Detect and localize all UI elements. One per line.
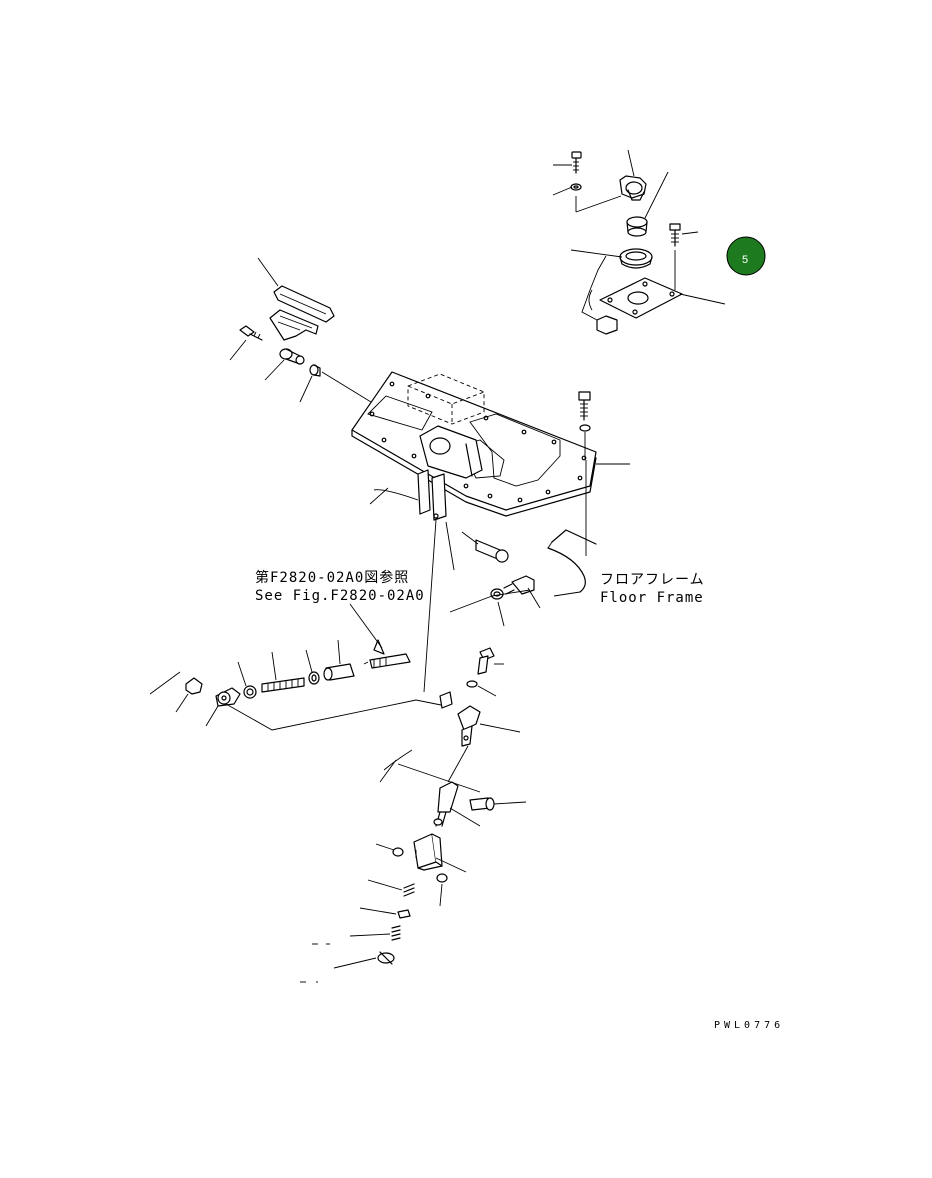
cover-cluster [552,149,726,335]
middle-parts [423,519,541,693]
badge-circle [726,236,766,276]
page-badge: 5 [726,236,766,276]
spring [403,883,415,897]
reference-en-label: See Fig.F2820-02A0 [255,588,425,604]
lower-bolt [477,647,495,675]
lock-washer [377,951,395,965]
lower-mechanism [300,647,527,983]
pivot-pin [279,348,305,365]
lower-bracket [413,833,443,871]
rubber-ring [619,248,653,269]
filler-cap [619,175,647,201]
console-frame [351,371,630,521]
reference-jp-label: 第F2820-02A0図参照 [255,569,409,586]
long-pin [475,539,509,563]
bolt-small-top [571,151,582,174]
floor-frame-section: フロアフレーム Floor Frame [547,460,705,606]
cap-seal [626,216,648,237]
shaft-bolt [469,797,495,811]
rubber-pad [596,315,618,335]
small-spring [391,925,401,941]
frame-bolt [578,391,591,432]
bolt-right [669,223,681,247]
floor-frame-jp-label: フロアフレーム [600,572,705,588]
badge-label: 5 [742,254,748,266]
drawing-code: PWL0776 [714,1020,784,1031]
floor-frame-en-label: Floor Frame [600,590,704,606]
pedal-arm [269,309,319,341]
cover-plate [599,277,683,319]
stud-bolt [239,325,263,341]
control-shaft [433,781,459,827]
bushing [309,364,321,377]
linkage-rod: 第F2820-02A0図参照 See Fig.F2820-02A0 [149,569,447,731]
